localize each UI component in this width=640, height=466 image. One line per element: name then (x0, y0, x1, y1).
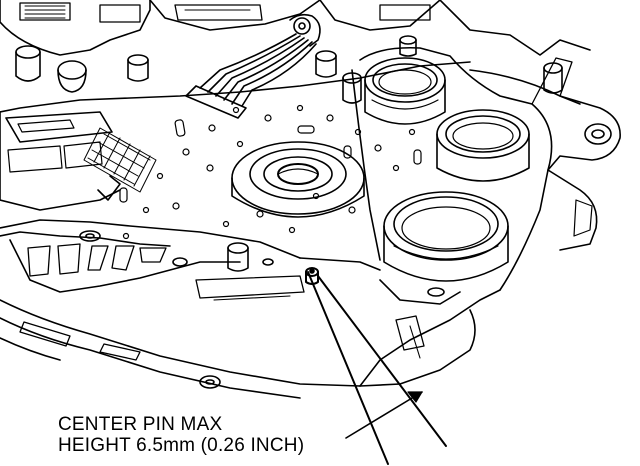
plate-slots (120, 119, 421, 202)
screen-mesh (84, 128, 156, 192)
upper-valve-body (0, 0, 590, 103)
lower-slots (28, 244, 166, 276)
filter-screen-block (0, 112, 156, 210)
bore-bottom (384, 192, 508, 281)
bore-middle (437, 110, 529, 181)
wire-harness (186, 15, 320, 118)
measurement-leaders (308, 272, 446, 464)
separator-plate (0, 62, 470, 270)
bore-top (365, 58, 445, 124)
mounting-ear (532, 58, 620, 250)
callout-line-1: CENTER PIN MAX (58, 414, 223, 435)
lower-valve-body (0, 231, 500, 398)
plate-holes (124, 106, 415, 239)
center-seal (232, 142, 364, 217)
callout-line-2: HEIGHT 6.5mm (0.26 INCH) (58, 435, 305, 456)
accumulator-bores (352, 48, 580, 290)
